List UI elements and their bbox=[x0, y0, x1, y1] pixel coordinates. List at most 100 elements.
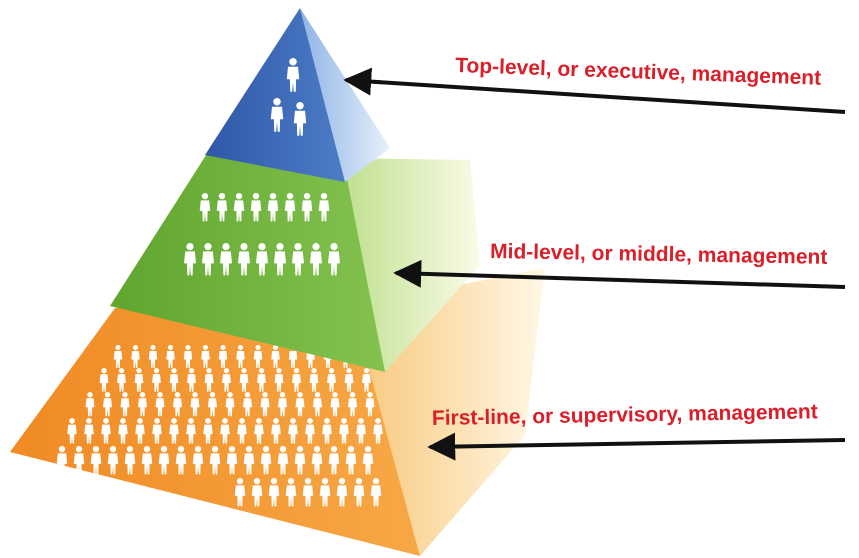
person-icon bbox=[239, 368, 249, 392]
person-icon bbox=[141, 446, 153, 475]
person-icon bbox=[243, 446, 255, 475]
person-icon bbox=[186, 418, 196, 444]
tier-top-front bbox=[205, 8, 345, 182]
person-icon bbox=[117, 368, 126, 392]
person-icon bbox=[318, 193, 330, 222]
person-icon bbox=[175, 446, 187, 475]
person-icon bbox=[353, 478, 365, 507]
person-icon bbox=[254, 418, 264, 444]
person-icon bbox=[135, 418, 145, 444]
person-icon bbox=[220, 418, 230, 444]
person-icon bbox=[365, 392, 375, 417]
person-icon bbox=[67, 418, 77, 444]
person-icon bbox=[134, 368, 144, 392]
person-icon bbox=[302, 478, 314, 507]
person-icon bbox=[183, 345, 193, 368]
arrow-bottom bbox=[427, 432, 846, 461]
person-icon bbox=[120, 392, 130, 417]
person-icon bbox=[257, 368, 266, 392]
person-icon bbox=[268, 478, 280, 507]
person-icon bbox=[271, 418, 281, 444]
person-icon bbox=[336, 478, 348, 507]
person-icon bbox=[348, 392, 357, 417]
person-icon bbox=[234, 478, 246, 507]
person-icon bbox=[233, 193, 245, 222]
person-icon bbox=[319, 478, 331, 507]
people-bottom-group bbox=[56, 345, 383, 507]
person-icon bbox=[216, 193, 228, 222]
person-icon bbox=[370, 478, 382, 507]
person-icon bbox=[267, 193, 279, 222]
person-icon bbox=[90, 446, 102, 475]
person-icon bbox=[184, 243, 196, 276]
person-icon bbox=[124, 446, 136, 475]
person-icon bbox=[253, 345, 263, 368]
person-icon bbox=[250, 193, 262, 222]
person-icon bbox=[204, 368, 214, 392]
person-icon bbox=[73, 446, 85, 475]
person-icon bbox=[169, 418, 179, 444]
person-icon bbox=[192, 446, 204, 475]
person-icon bbox=[218, 345, 228, 368]
person-icon bbox=[220, 243, 232, 276]
person-icon bbox=[236, 345, 245, 368]
person-icon bbox=[103, 392, 112, 417]
person-icon bbox=[173, 392, 182, 417]
person-icon bbox=[292, 368, 301, 392]
people-middle-group bbox=[184, 193, 340, 276]
person-icon bbox=[187, 368, 196, 392]
person-icon bbox=[201, 345, 210, 368]
person-icon bbox=[225, 392, 235, 417]
person-icon bbox=[270, 98, 284, 132]
person-icon bbox=[328, 243, 340, 276]
person-icon bbox=[107, 446, 119, 475]
person-icon bbox=[330, 392, 340, 417]
person-icon bbox=[243, 392, 252, 417]
person-icon bbox=[292, 243, 304, 276]
tier-bottom-front bbox=[10, 306, 420, 556]
person-icon bbox=[152, 368, 161, 392]
person-icon bbox=[309, 368, 319, 392]
person-icon bbox=[373, 418, 383, 444]
person-icon bbox=[169, 368, 179, 392]
person-icon bbox=[277, 446, 289, 475]
person-icon bbox=[56, 446, 68, 475]
person-icon bbox=[226, 446, 238, 475]
person-icon bbox=[203, 418, 213, 444]
person-icon bbox=[209, 446, 221, 475]
person-icon bbox=[99, 368, 109, 392]
person-icon bbox=[166, 345, 175, 368]
person-icon bbox=[199, 193, 211, 222]
person-icon bbox=[322, 418, 332, 444]
person-icon bbox=[356, 418, 366, 444]
person-icon bbox=[237, 418, 247, 444]
person-icon bbox=[305, 418, 315, 444]
person-icon bbox=[278, 392, 287, 417]
person-icon bbox=[208, 392, 217, 417]
person-icon bbox=[101, 418, 111, 444]
person-icon bbox=[190, 392, 200, 417]
arrow-top bbox=[343, 67, 846, 114]
person-icon bbox=[155, 392, 165, 417]
person-icon bbox=[158, 446, 170, 475]
person-icon bbox=[131, 345, 140, 368]
person-icon bbox=[284, 193, 296, 222]
person-icon bbox=[256, 243, 268, 276]
person-icon bbox=[118, 418, 128, 444]
person-icon bbox=[328, 446, 340, 475]
person-icon bbox=[294, 446, 306, 475]
person-icon bbox=[152, 418, 162, 444]
person-icon bbox=[251, 478, 263, 507]
person-icon bbox=[274, 243, 286, 276]
person-icon bbox=[295, 392, 305, 417]
person-icon bbox=[271, 345, 280, 368]
person-icon bbox=[286, 58, 300, 92]
person-icon bbox=[202, 243, 214, 276]
person-icon bbox=[362, 368, 371, 392]
tier-top bbox=[205, 8, 390, 182]
person-icon bbox=[301, 193, 313, 222]
person-icon bbox=[339, 418, 349, 444]
person-icon bbox=[113, 345, 123, 368]
